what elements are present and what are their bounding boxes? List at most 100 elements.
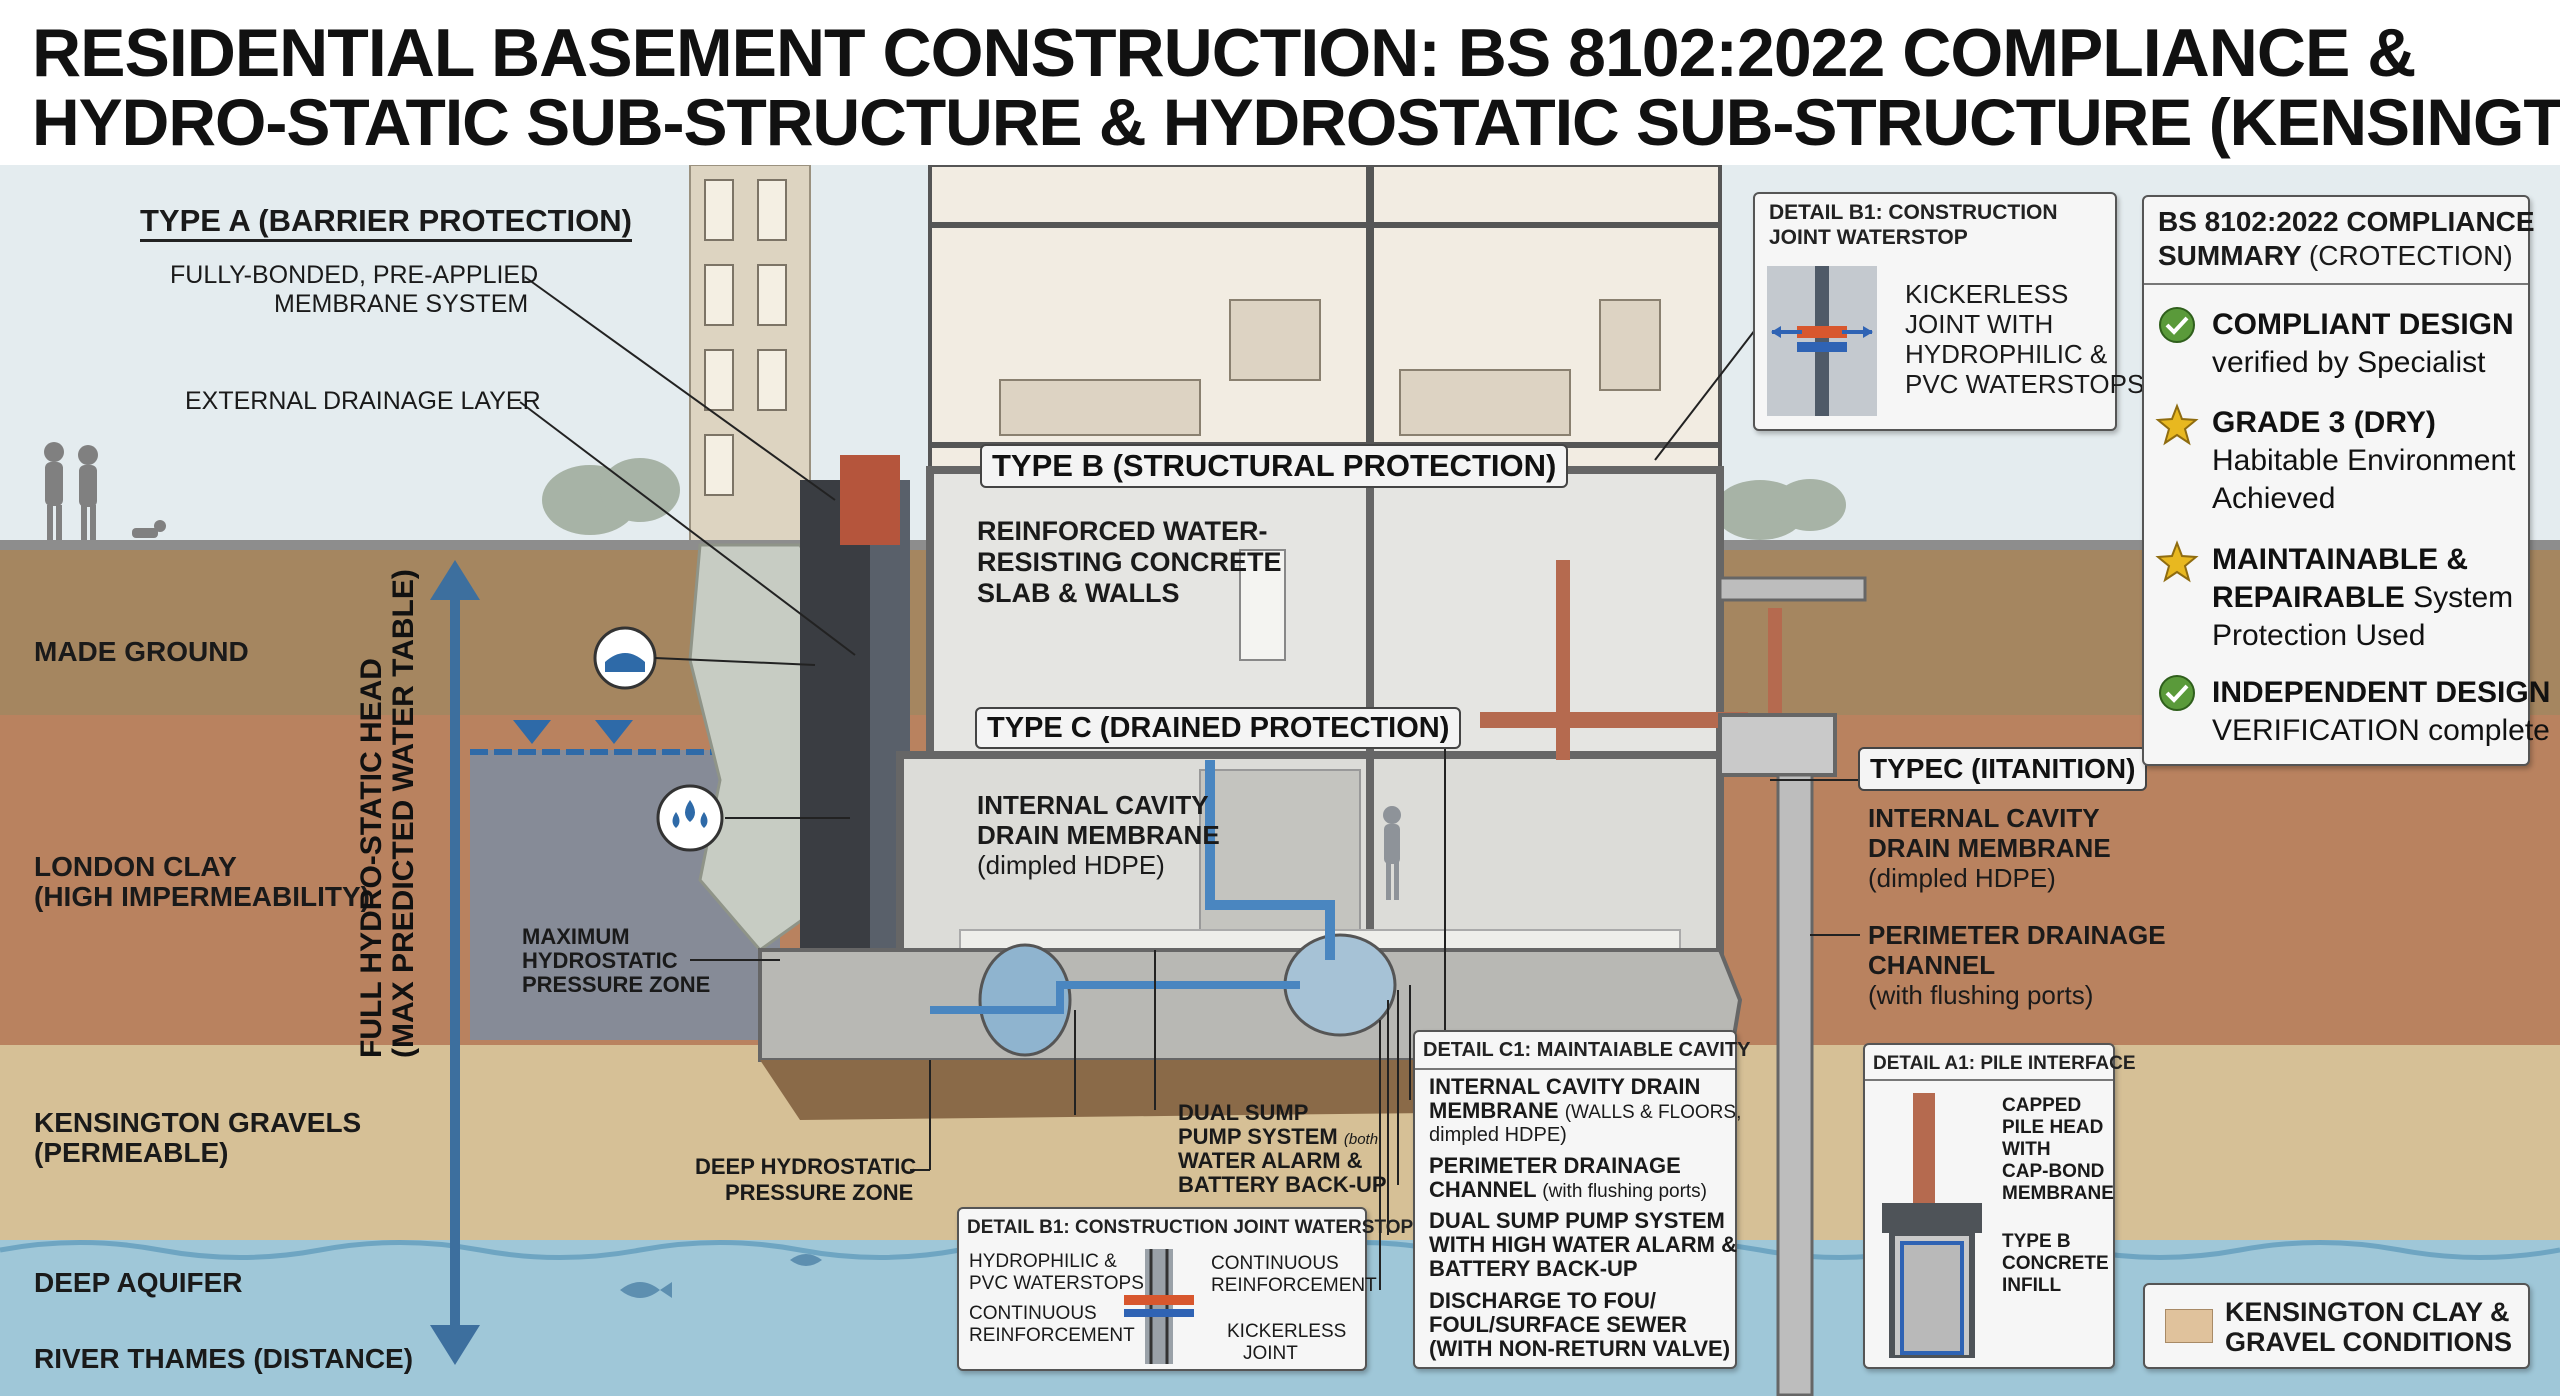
- subtitle-regular: HYDROSTATIC SUB-STRUCTURE (KENSINGTON): [1162, 85, 2560, 159]
- detail-b1-bottom-right-4: JOINT: [1243, 1343, 1298, 1364]
- type-a-membrane-line1: FULLY-BONDED, PRE-APPLIED: [170, 261, 539, 289]
- star-icon: [2155, 403, 2199, 446]
- label-kensington-gravels: KENSINGTON GRAVELS: [34, 1107, 362, 1138]
- riser-pipe: [1556, 560, 1570, 760]
- sump-right: [1283, 933, 1397, 1037]
- leader-lines: [519, 276, 1860, 1290]
- water-level-icons: [513, 720, 633, 744]
- ground-beam: [1718, 576, 1867, 602]
- detail-c1-panel: DETAIL C1: MAINTAIABLE CAVITY INTERNAL C…: [1413, 1030, 1750, 1369]
- summary-item-2-detail: Habitable Environment: [2212, 444, 2516, 477]
- label-london-clay-note: (HIGH IMPERMEABILITY): [34, 881, 370, 912]
- detail-b1-bottom-left-4: REINFORCEMENT: [969, 1325, 1135, 1346]
- detail-a1-line4: CAP-BOND: [2002, 1161, 2105, 1182]
- summary-item-3-title: MAINTAINABLE &: [2212, 543, 2469, 576]
- upper-room-furniture: [999, 299, 1661, 436]
- transition-cavity-line2: DRAIN MEMBRANE: [1868, 833, 2111, 863]
- type-c-cavity-line1: INTERNAL CAVITY: [977, 790, 1209, 820]
- sump-label-line4: BATTERY BACK-UP: [1178, 1172, 1387, 1197]
- legend-label-line1: KENSINGTON CLAY &: [2225, 1297, 2510, 1327]
- deep-pressure-line1: DEEP HYDROSTATIC: [695, 1154, 917, 1179]
- pedestrians: [44, 442, 166, 540]
- sump-label-line2-bold: PUMP SYSTEM: [1178, 1124, 1338, 1149]
- cavity-drain-wall: [1199, 769, 1361, 951]
- label-gravels-note: (PERMEABLE): [34, 1137, 229, 1168]
- legend-panel: KENSINGTON CLAY & GRAVEL CONDITIONS: [2143, 1283, 2530, 1369]
- drainage-pipe-blue: [1205, 760, 1335, 960]
- basement-occupant: [1383, 806, 1401, 900]
- detail-b1-bottom-left-3: CONTINUOUS: [969, 1303, 1097, 1324]
- summary-item-1-title: COMPLIANT DESIGN: [2212, 308, 2514, 341]
- detail-b1-bottom-title: DETAIL B1: CONSTRUCTION JOINT WATERSTOP: [967, 1217, 1414, 1238]
- aquifer-fish: [620, 1254, 822, 1298]
- detail-c1-divider: [1415, 1068, 1735, 1070]
- detail-c1-item2-a: PERIMETER DRAINAGE: [1429, 1153, 1681, 1178]
- detail-a1-panel: DETAIL A1: PILE INTERFACE CAPPED PILE HE…: [1863, 1043, 2136, 1369]
- detail-a1-title: DETAIL A1: PILE INTERFACE: [1873, 1053, 2136, 1074]
- sump-label-line2-note: (both: [1343, 1131, 1379, 1148]
- summary-item-2-detail-2: Achieved: [2212, 482, 2336, 515]
- detail-c1-item2-b: CHANNEL (with flushing ports): [1429, 1177, 1707, 1205]
- type-c-badge: TYPE C (DRAINED PROTECTION): [975, 707, 1462, 749]
- typec-transition-badge: TYPEC (IITANITION): [1858, 747, 2148, 791]
- detail-c1-item4-c: (WITH NON-RETURN VALVE): [1429, 1336, 1731, 1361]
- summary-item-3-detail-2: Protection Used: [2212, 619, 2426, 652]
- type-b-badge: TYPE B (STRUCTURAL PROTECTION): [980, 444, 1569, 488]
- detail-b1-bottom-right-2: REINFORCEMENT: [1211, 1275, 1377, 1296]
- summary-title-line1: BS 8102:2022 COMPLIANCE: [2158, 206, 2535, 237]
- detail-c1-item3-b: WITH HIGH WATER ALARM &: [1429, 1232, 1737, 1257]
- type-b-concrete-line2: RESISTING CONCRETE: [977, 547, 1282, 577]
- transition-perimeter-line3: (with flushing ports): [1868, 980, 2094, 1010]
- summary-item-1: COMPLIANT DESIGN: [2212, 306, 2514, 344]
- basement-cross-section: [0, 165, 2560, 1396]
- detail-c1-item3-c: BATTERY BACK-UP: [1429, 1256, 1638, 1281]
- max-pressure-line2: HYDROSTATIC: [522, 948, 678, 973]
- summary-item-3-bold: REPAIRABLE: [2212, 581, 2405, 614]
- type-a-membrane-line2: MEMBRANE SYSTEM: [274, 290, 529, 318]
- page-subtitle: HYDRO-STATIC SUB-STRUCTURE & HYDROSTATIC…: [32, 84, 2560, 160]
- detail-b1-top-line4: PVC WATERSTOPS: [1905, 369, 2145, 399]
- detail-a1-line3: WITH: [2002, 1139, 2051, 1160]
- detail-a1-line1: CAPPED: [2002, 1095, 2082, 1116]
- background-windows: [704, 179, 787, 496]
- sump-label-line2: PUMP SYSTEM (both: [1178, 1124, 1378, 1153]
- perimeter-channel: [930, 981, 1300, 1014]
- waterstop-diagram: [1767, 266, 1877, 416]
- summary-divider: [2144, 283, 2528, 285]
- detail-b1-bottom-right-1: CONTINUOUS: [1211, 1253, 1339, 1274]
- detail-c1-item2-b-bold: CHANNEL: [1429, 1177, 1537, 1202]
- summary-item-4-title: INDEPENDENT DESIGN: [2212, 676, 2551, 709]
- subtitle-bold: HYDRO-STATIC SUB-STRUCTURE &: [32, 85, 1146, 159]
- detail-b1-top-line1: KICKERLESS: [1905, 279, 2069, 309]
- type-b-concrete-line1: REINFORCED WATER-: [977, 516, 1268, 546]
- detail-c1-item1-c: dimpled HDPE): [1429, 1124, 1567, 1146]
- detail-b1-bottom-left-1: HYDROPHILIC &: [969, 1251, 1117, 1272]
- transition-cavity-line3: (dimpled HDPE): [1868, 863, 2056, 893]
- summary-item-4: INDEPENDENT DESIGN: [2212, 674, 2550, 712]
- detail-c1-item1-a: INTERNAL CAVITY DRAIN: [1429, 1074, 1701, 1099]
- summary-item-2-title: GRADE 3 (DRY): [2212, 406, 2436, 439]
- label-london-clay: LONDON CLAY: [34, 851, 237, 882]
- detail-a1-line7: CONCRETE: [2002, 1253, 2109, 1274]
- type-b-concrete-line3: SLAB & WALLS: [977, 578, 1180, 608]
- summary-item-3-detail: REPAIRABLE System: [2212, 579, 2513, 617]
- title-banner: RESIDENTIAL BASEMENT CONSTRUCTION: BS 81…: [0, 0, 2560, 165]
- summary-item-4-detail: VERIFICATION complete: [2212, 714, 2550, 747]
- detail-b1-top-line2: JOINT WITH: [1905, 309, 2054, 339]
- legend-label-line2: GRAVEL CONDITIONS: [2225, 1327, 2513, 1357]
- detail-c1-item3-a: DUAL SUMP PUMP SYSTEM: [1429, 1208, 1725, 1233]
- check-icon: [2159, 675, 2195, 711]
- summary-item-1-detail: verified by Specialist: [2212, 346, 2486, 379]
- summary-item-3-rest: System: [2404, 581, 2514, 614]
- sump-left: [978, 943, 1072, 1057]
- detail-b1-top-title-1: DETAIL B1: CONSTRUCTION: [1769, 201, 2058, 224]
- detail-a1-line8: INFILL: [2002, 1275, 2062, 1296]
- interior-door: [1239, 549, 1286, 661]
- detail-c1-item1-b-bold: MEMBRANE: [1429, 1098, 1559, 1123]
- detail-b1-bottom-panel: DETAIL B1: CONSTRUCTION JOINT WATERSTOP …: [957, 1207, 1413, 1371]
- summary-item-2: GRADE 3 (DRY): [2212, 404, 2436, 442]
- type-a-drainage-label: EXTERNAL DRAINAGE LAYER: [185, 387, 541, 415]
- page-title: RESIDENTIAL BASEMENT CONSTRUCTION: BS 81…: [32, 15, 2416, 91]
- legend-swatch: [2165, 1309, 2213, 1343]
- detail-c1-item2-b-note: (with flushing ports): [1542, 1181, 1708, 1202]
